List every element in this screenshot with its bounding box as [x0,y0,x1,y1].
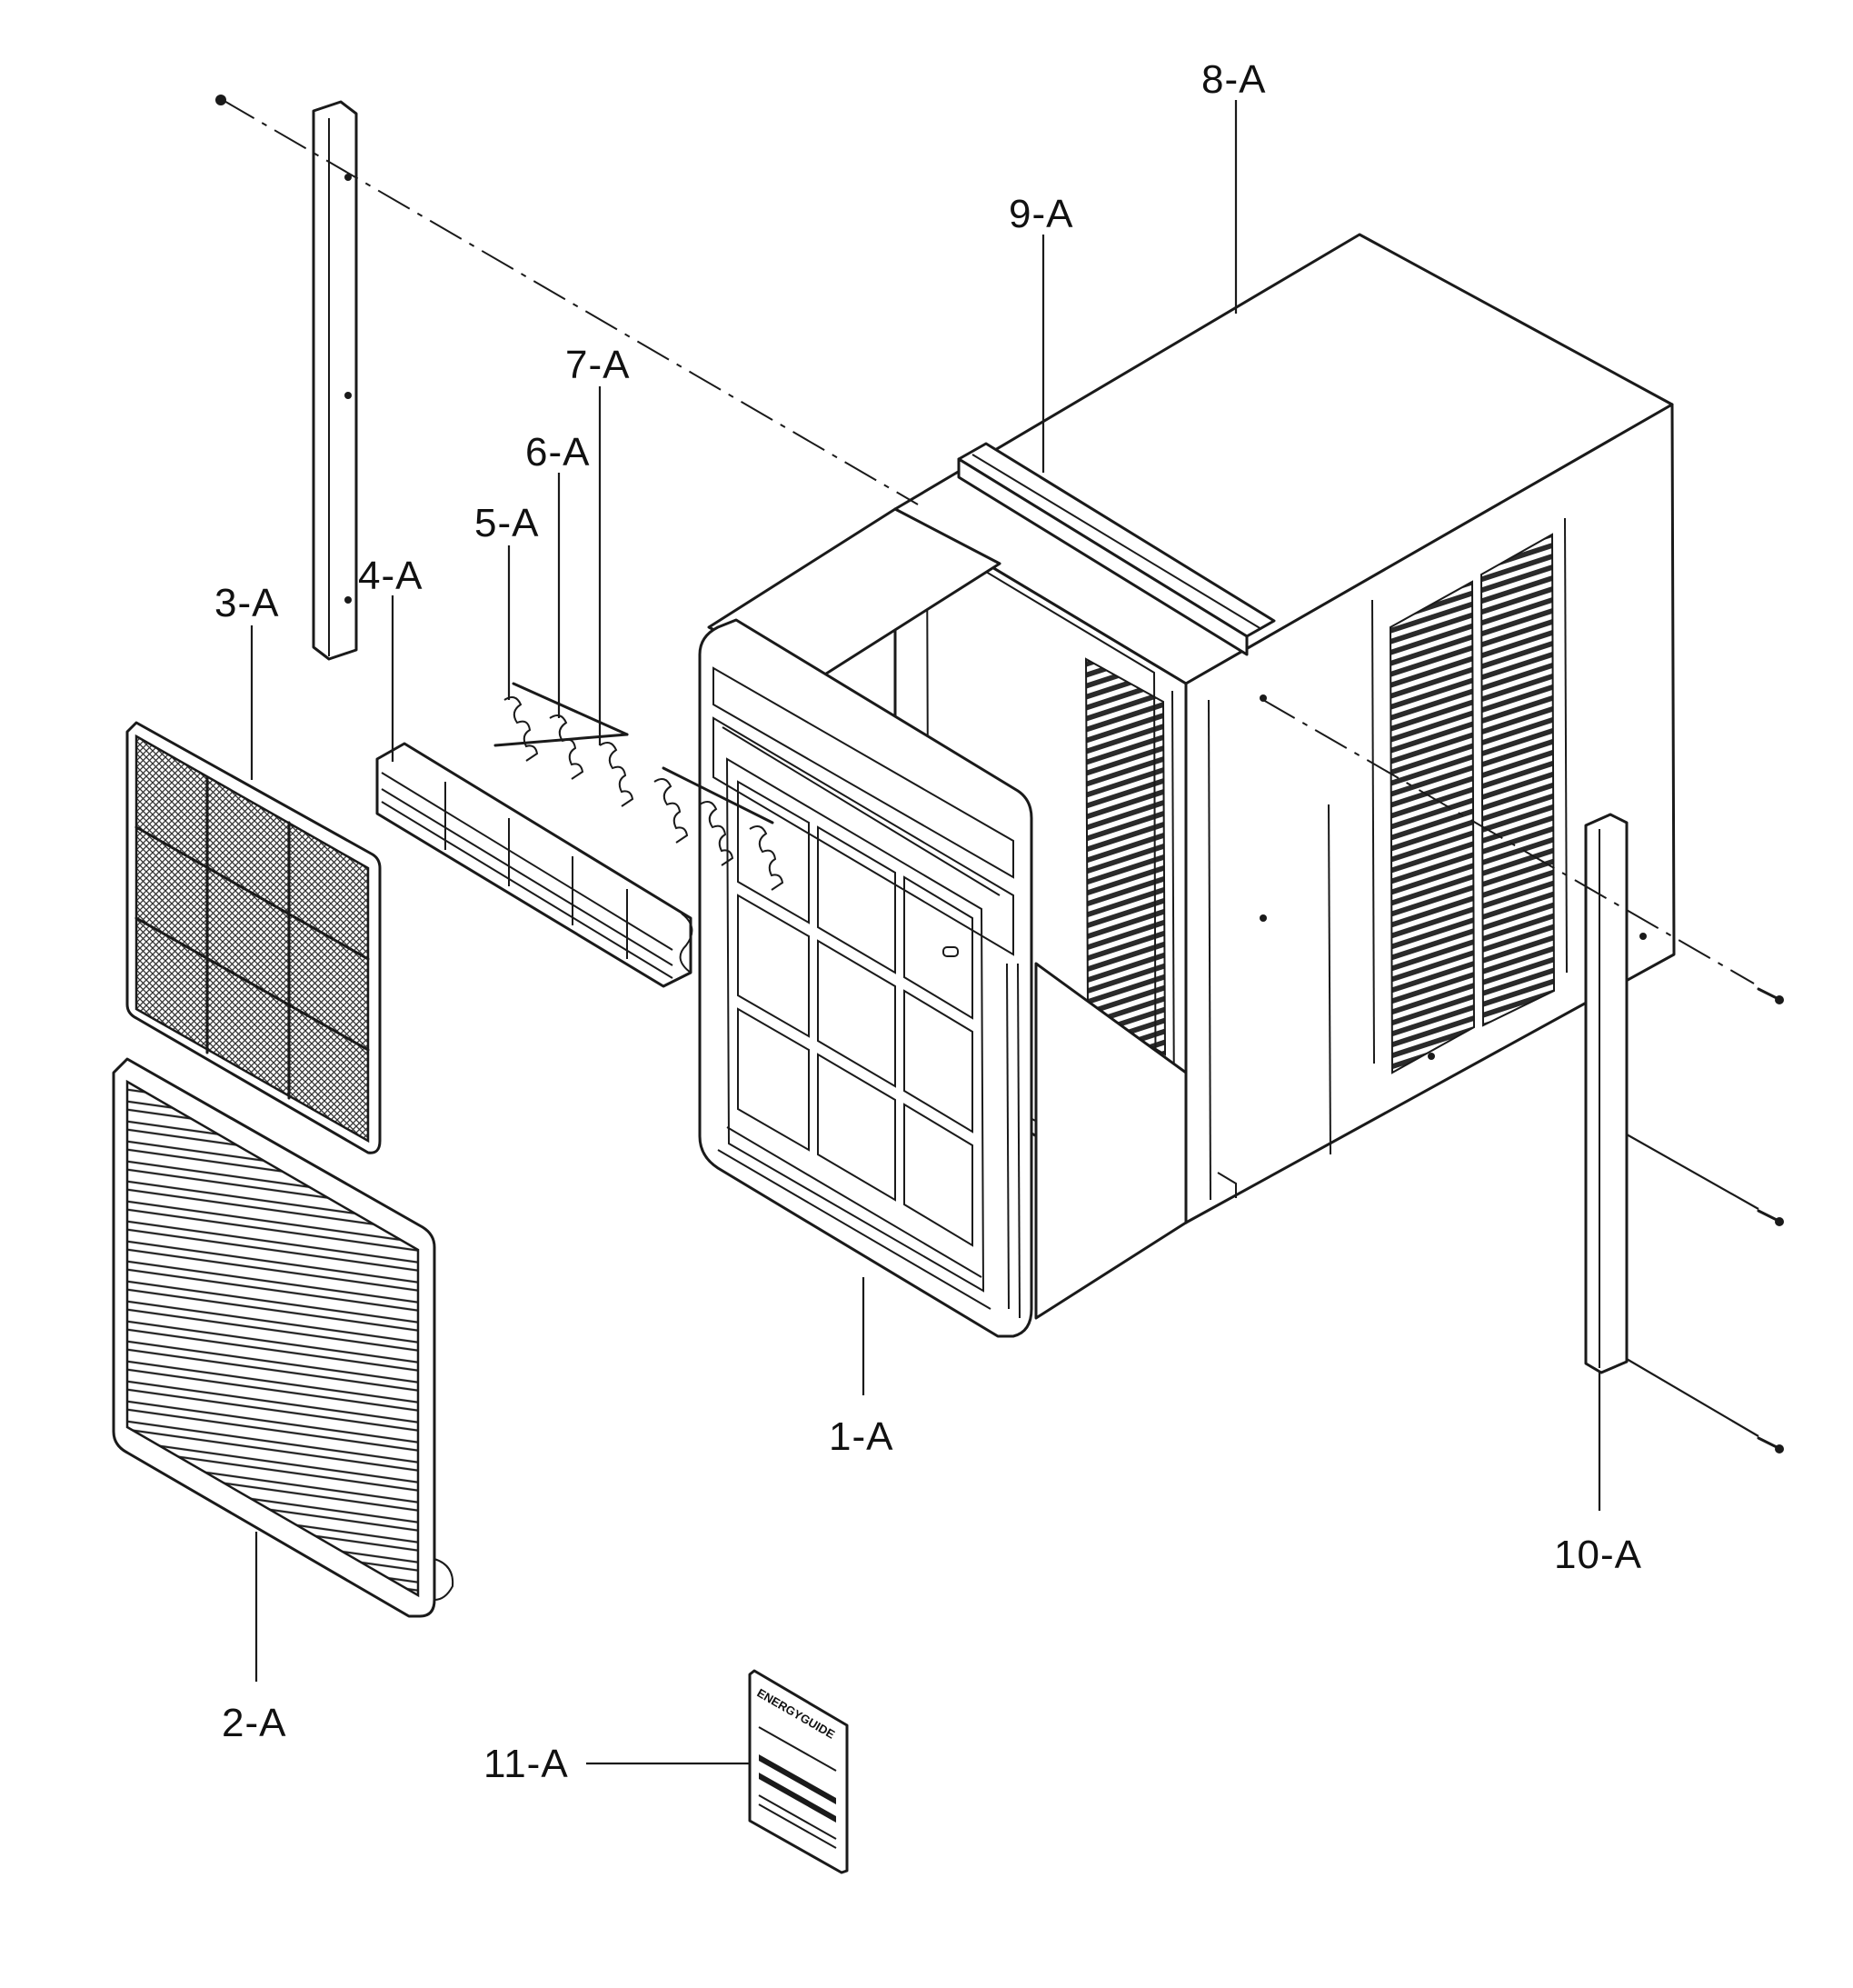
chassis-coil-fins [1084,657,1167,1056]
callout-labels: 1-A 2-A 3-A 4-A 5-A 6-A 7-A 8-A 9-A 10-A… [214,57,1642,1786]
energy-label-11a: ENERGYGUIDE [748,1669,849,1874]
linkage-parts [493,682,784,891]
filter-3a [125,721,382,1154]
side-louvers-left [1389,580,1476,1074]
side-bar-right-10a [1584,813,1629,1374]
callout-6a: 6-A [525,430,590,475]
air-deflector-4a [375,742,693,988]
callout-11a: 11-A [483,1742,569,1786]
callout-9a: 9-A [1009,192,1073,236]
front-grille-2a [112,1057,454,1618]
label-card [748,1669,849,1874]
callout-7a: 7-A [565,343,630,387]
callout-5a: 5-A [474,501,539,545]
frame-grid [737,780,973,1247]
callout-10a: 10-A [1554,1533,1642,1577]
clip-7a [599,741,634,807]
side-bar-left [312,100,358,661]
callout-1a: 1-A [829,1414,893,1459]
front-frame-1a [698,618,1033,1338]
top-rail-9a [957,442,1276,656]
leader-lines [250,100,1601,1765]
cabinet-8a [893,233,1676,1224]
frame-outer [698,618,1033,1338]
side-louvers-right [1479,533,1556,1027]
callout-4a: 4-A [358,554,423,598]
rail-front [957,457,1249,656]
clip-5a [503,695,539,762]
screws [215,95,1784,1454]
callout-8a: 8-A [1201,57,1266,102]
callout-2a: 2-A [222,1701,286,1745]
callout-3a: 3-A [214,581,279,625]
inner-chassis [707,507,1188,1320]
clip-6a [549,714,584,780]
